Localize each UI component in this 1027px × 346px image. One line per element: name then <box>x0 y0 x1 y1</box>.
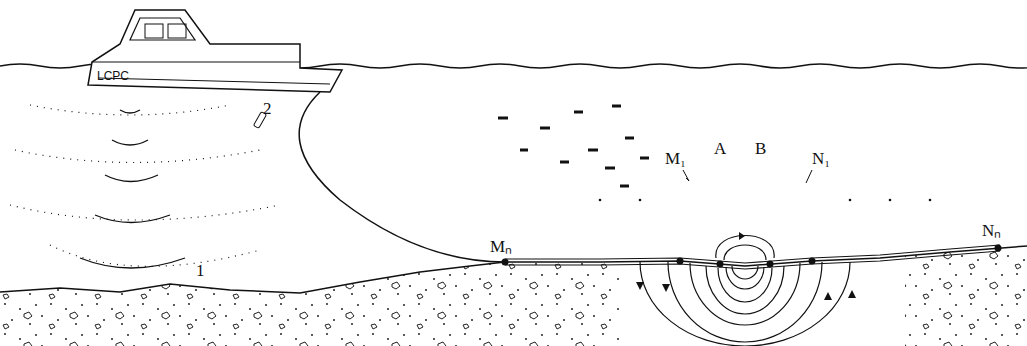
electrode-label: Nₙ <box>982 222 1001 239</box>
electrode-label: M₁ <box>665 150 686 167</box>
electrode-label: Mₙ <box>490 238 512 255</box>
electrode-label: B <box>755 140 766 157</box>
callout-number: 2 <box>263 100 272 117</box>
boat-name: LCPC <box>97 70 129 82</box>
electrode-label: N₁ <box>812 150 830 167</box>
callout-number: 1 <box>196 262 205 279</box>
electrode-label: A <box>714 140 726 157</box>
